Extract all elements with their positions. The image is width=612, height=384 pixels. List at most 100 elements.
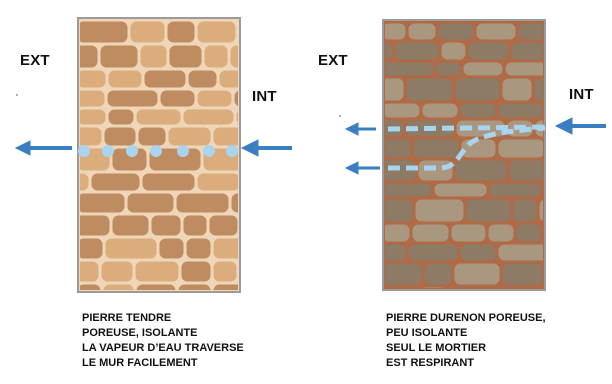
stone	[169, 128, 211, 146]
stone	[64, 46, 98, 68]
stone	[490, 184, 541, 197]
stone	[113, 216, 149, 236]
stone	[128, 194, 174, 213]
stone	[141, 46, 167, 68]
stone	[106, 239, 157, 259]
stone	[544, 184, 570, 197]
stone	[464, 63, 503, 76]
stone	[425, 264, 452, 285]
stone	[198, 91, 232, 107]
stone	[519, 24, 559, 40]
stone	[64, 174, 89, 191]
stone	[414, 140, 459, 158]
caption-left-line: LA VAPEUR D’EAU TRAVERSE	[82, 341, 244, 356]
stone	[383, 24, 406, 40]
stone	[139, 128, 166, 146]
stone	[469, 43, 509, 60]
stone	[503, 264, 543, 285]
stone	[64, 216, 110, 236]
stone	[477, 24, 516, 40]
stone	[409, 24, 436, 40]
stone	[413, 225, 449, 242]
stone	[78, 239, 103, 259]
stone	[383, 184, 432, 197]
stone	[210, 216, 238, 236]
stone	[369, 79, 404, 101]
stone	[78, 71, 106, 88]
stone	[489, 225, 514, 242]
stone	[499, 140, 545, 158]
stone	[423, 104, 458, 118]
stone	[231, 46, 259, 68]
stone	[64, 91, 105, 107]
stone	[535, 79, 561, 101]
stone	[168, 22, 195, 43]
vapor-exit-arrow-left	[16, 141, 72, 155]
stone	[369, 200, 413, 222]
stone	[461, 245, 496, 261]
stone	[517, 225, 541, 242]
vapor-exit-arrow-right-top	[346, 123, 376, 135]
caption-left-line: PIERRE TENDRE	[82, 311, 244, 326]
stone	[369, 245, 406, 261]
stone	[143, 174, 195, 191]
stone	[452, 225, 486, 242]
speck	[339, 115, 341, 117]
stone	[161, 91, 195, 107]
stone	[198, 22, 236, 43]
caption-left: PIERRE TENDRE POREUSE, ISOLANTE LA VAPEU…	[82, 311, 244, 371]
stone	[214, 239, 247, 259]
stone	[198, 174, 240, 191]
stone	[205, 46, 228, 68]
ext-label-right: EXT	[318, 52, 348, 69]
stone	[383, 225, 410, 242]
caption-left-line: POREUSE, ISOLANTE	[82, 326, 244, 341]
stone	[137, 110, 181, 125]
stone	[544, 225, 590, 242]
stone	[455, 264, 500, 285]
stone	[102, 262, 133, 282]
stone	[383, 264, 422, 285]
stone	[237, 110, 284, 125]
stone	[439, 24, 474, 40]
int-label-right: INT	[569, 86, 594, 103]
stone	[437, 63, 461, 76]
stone	[416, 200, 464, 222]
stone	[409, 245, 458, 261]
stone	[184, 216, 207, 236]
caption-right-line: PEU ISOLANTE	[386, 326, 546, 341]
stone	[182, 262, 211, 282]
stone	[499, 104, 543, 118]
stone	[184, 110, 234, 125]
stone	[435, 184, 487, 197]
stone	[214, 262, 237, 282]
vapor-enter-arrow-left	[242, 140, 292, 156]
stone	[108, 91, 158, 107]
speck	[16, 94, 18, 96]
stone	[64, 262, 99, 282]
stone	[64, 128, 102, 146]
caption-right: PIERRE DURENON POREUSE, PEU ISOLANTE SEU…	[386, 311, 546, 371]
int-label-left: INT	[252, 88, 277, 105]
stone	[131, 22, 165, 43]
soft-stone-wall	[64, 18, 284, 298]
stone	[499, 245, 550, 261]
stone	[396, 43, 439, 60]
vapor-enter-arrow-right	[556, 118, 606, 134]
stone	[109, 71, 142, 88]
stone	[510, 161, 546, 181]
ext-label-left: EXT	[20, 52, 50, 69]
stone	[467, 200, 511, 222]
stone	[189, 71, 217, 88]
stone	[170, 46, 202, 68]
stone	[136, 262, 179, 282]
stone	[239, 22, 268, 43]
stone	[383, 104, 420, 118]
stone	[462, 140, 496, 158]
caption-right-line: SEUL LE MORTIER	[386, 341, 546, 356]
caption-right-line: PIERRE DURENON POREUSE,	[386, 311, 546, 326]
stone	[105, 128, 136, 146]
stone	[109, 110, 134, 125]
stone	[514, 200, 537, 222]
caption-left-line: LE MUR FACILEMENT	[82, 356, 244, 371]
